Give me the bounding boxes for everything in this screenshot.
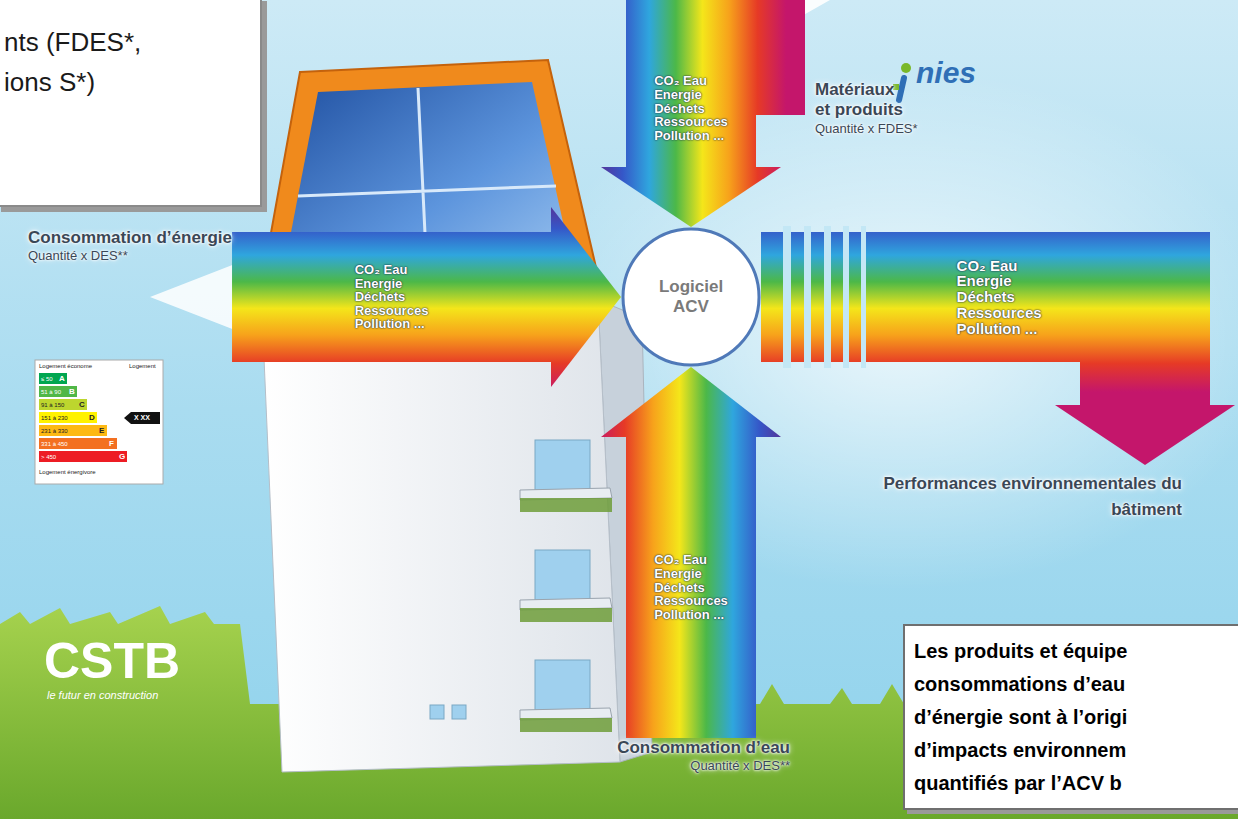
energy-bar xyxy=(39,386,77,397)
energy-class: C xyxy=(79,401,85,409)
energy-range: 51 à 90 xyxy=(41,389,61,395)
energy-class: D xyxy=(89,414,95,422)
callout-text: nts (FDES*, ions S*) xyxy=(4,22,174,103)
arrow-head xyxy=(601,367,781,437)
arrow-head xyxy=(601,167,781,227)
result-caption: Performances environnementales du bâtime… xyxy=(882,465,1182,522)
callout-box: nts (FDES*, ions S*) xyxy=(0,0,262,207)
chart-caption: Logement xyxy=(129,363,156,369)
logo-text: CSTB xyxy=(44,636,180,686)
impact-list: CO₂ Eau Energie Déchets Ressources Pollu… xyxy=(957,258,1042,337)
source-title: Matériaux et produits xyxy=(815,80,909,121)
impact-list: CO₂ Eau Energie Déchets Ressources Pollu… xyxy=(654,553,728,621)
energy-bar xyxy=(39,451,127,462)
energy-pointer xyxy=(124,412,160,424)
energy-range: 231 à 330 xyxy=(41,428,68,434)
energy-bar xyxy=(39,373,67,384)
arrow-stripe-gap xyxy=(804,226,811,368)
window xyxy=(535,550,590,600)
energy-range: ≤ 50 xyxy=(41,376,53,382)
window xyxy=(452,705,466,719)
arrow-stripe-gap xyxy=(783,226,791,368)
source-caption: Consommation d’énergieQuantité x DES** xyxy=(28,228,232,310)
software-circle: Logiciel ACV xyxy=(621,227,761,367)
impact-list: CO₂ Eau Energie Déchets Ressources Pollu… xyxy=(355,263,429,331)
logo-icon xyxy=(899,78,904,100)
arrow-body xyxy=(232,232,551,362)
energy-range: > 450 xyxy=(41,454,56,460)
panel-grid xyxy=(298,88,556,296)
source-caption: Matériaux et produitsQuantité x FDES* xyxy=(805,10,918,136)
logo-icon xyxy=(901,63,911,73)
energy-bar xyxy=(39,412,97,423)
circle-text: Logiciel ACV xyxy=(648,277,734,318)
energy-range: 151 à 230 xyxy=(41,415,68,421)
arrow-stripe-gap xyxy=(824,226,831,368)
window xyxy=(535,660,590,710)
source-subtitle: Quantité x DES** xyxy=(28,248,232,264)
window xyxy=(535,440,590,490)
energy-value: X XX xyxy=(134,414,150,421)
note-box: Les produits et équipe consommations d’e… xyxy=(903,624,1238,810)
energy-range: 331 à 450 xyxy=(41,441,68,447)
logo-text: nies xyxy=(916,58,976,88)
chart-caption: Logement économe xyxy=(39,363,92,369)
source-title: Consommation d’eau xyxy=(617,738,790,758)
light-ray xyxy=(676,0,830,70)
arrow-body xyxy=(761,297,1145,405)
note-text: Les produits et équipe consommations d’e… xyxy=(914,635,1164,800)
source-subtitle: Quantité x DES** xyxy=(617,758,790,774)
energy-class: E xyxy=(99,427,104,435)
energy-bar xyxy=(39,438,117,449)
arrow-head xyxy=(551,207,621,387)
chart-caption: Logement énergivore xyxy=(39,469,96,475)
flow-arrow xyxy=(232,207,621,387)
arrow-stripe-gap xyxy=(861,226,866,368)
energy-class: F xyxy=(109,440,114,448)
source-subtitle: Quantité x FDES* xyxy=(815,121,918,137)
arrow-head xyxy=(1055,405,1235,465)
flow-arrow xyxy=(601,50,805,227)
flow-arrow xyxy=(601,367,781,738)
solar-panel xyxy=(278,82,578,300)
result-title: Performances environnementales du bâtime… xyxy=(882,471,1182,522)
arrow-stripe-gap xyxy=(843,226,849,368)
circle-shape xyxy=(623,229,759,365)
window xyxy=(430,705,444,719)
source-title: Consommation d’énergie xyxy=(28,228,232,248)
building-facade xyxy=(262,300,620,772)
light-ray xyxy=(150,262,240,332)
arrow-body xyxy=(691,50,805,167)
impact-list: CO₂ Eau Energie Déchets Ressources Pollu… xyxy=(654,74,728,142)
balcony-rail xyxy=(520,498,612,512)
energy-label-card xyxy=(35,360,163,484)
energy-class: A xyxy=(59,375,65,383)
balcony-rail xyxy=(520,608,612,622)
source-caption: Consommation d’eauQuantité x DES** xyxy=(617,738,790,774)
energy-bar xyxy=(39,399,87,410)
balcony-rail xyxy=(520,718,612,732)
arrow-body xyxy=(626,437,756,738)
energy-range: 91 à 150 xyxy=(41,402,64,408)
energy-class: B xyxy=(69,388,75,396)
logo-tagline: le futur en construction xyxy=(47,690,158,701)
roof-frame xyxy=(256,60,604,316)
energy-bar xyxy=(39,425,107,436)
energy-class: G xyxy=(119,453,125,461)
